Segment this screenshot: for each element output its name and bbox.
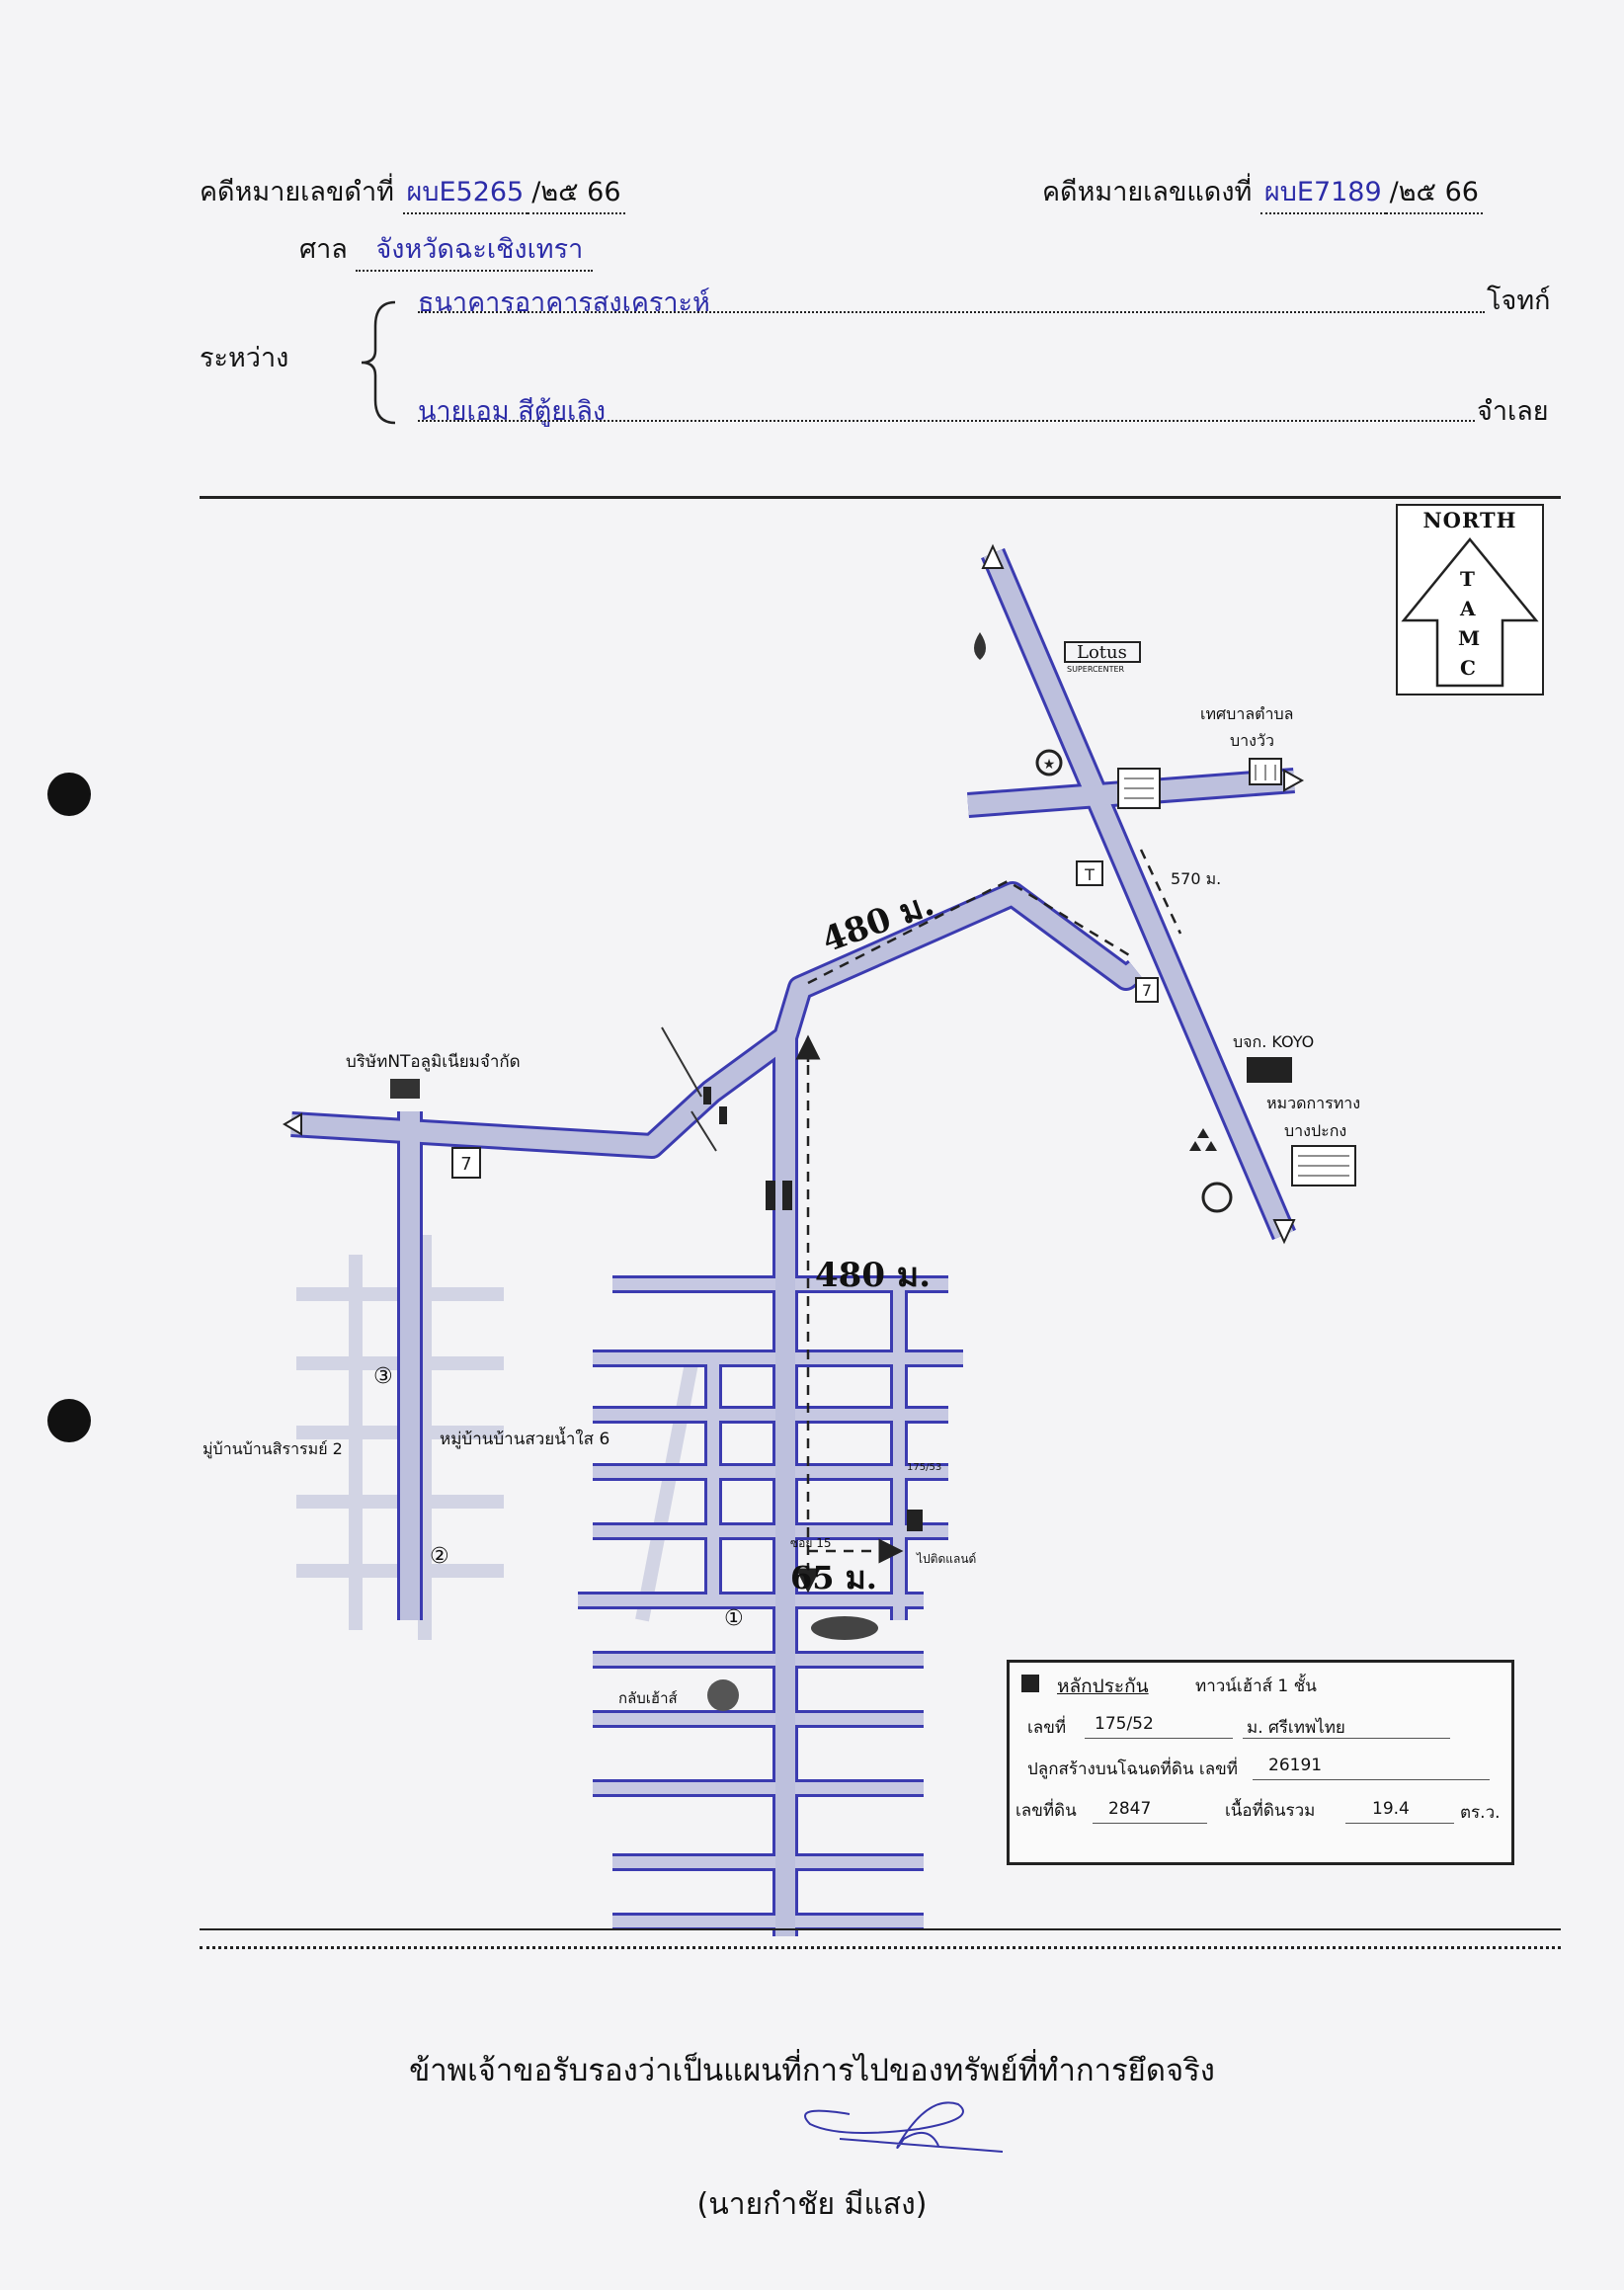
mitsubishi-icon (1189, 1128, 1217, 1151)
svg-text:★: ★ (1043, 757, 1056, 773)
black-case-no: ผบE5265 (402, 170, 528, 214)
aluminium-company-icon (390, 1079, 420, 1099)
municipal-building-icon (1249, 758, 1282, 785)
highway-dept-label: หมวดการทาง (1266, 1094, 1360, 1112)
svg-text:7: 7 (1142, 981, 1152, 1000)
lotus-store-icon (1064, 641, 1141, 663)
factory-icon (1247, 1057, 1292, 1083)
north-arrow: NORTH T A M C (1396, 504, 1544, 695)
map-bottom-line (200, 1928, 1561, 1930)
star-icon: ★ (1035, 749, 1063, 777)
soi-label: ซอย 15 (790, 1536, 831, 1550)
north-title: NORTH (1422, 508, 1517, 532)
collateral-area-value: 19.4 (1372, 1799, 1410, 1819)
court-name: จังหวัดฉะเชิงเทรา (356, 227, 594, 272)
landmarks: ★ T 7 7 (390, 632, 1356, 1711)
distance-label-2: 480 ม. (815, 1256, 931, 1295)
collateral-title: หลักประกัน (1057, 1676, 1149, 1697)
seven-eleven-icon-2: 7 (451, 1147, 481, 1179)
clubhouse-icon (707, 1679, 739, 1711)
collateral-house-icon (907, 1510, 923, 1531)
collateral-area-underline (1345, 1823, 1454, 1824)
certification-text: ข้าพเจ้าขอรับรองว่าเป็นแผนที่การไปของทรั… (409, 2053, 1215, 2088)
between-label: ระหว่าง (200, 343, 289, 373)
red-case-number: คดีหมายเลขแดงที่ ผบE7189/๒๕ 66 (1042, 170, 1483, 214)
defendant-dotline (418, 420, 1475, 422)
red-case-label: คดีหมายเลขแดงที่ (1042, 177, 1253, 207)
brace (361, 300, 396, 425)
court: ศาล จังหวัดฉะเชิงเทรา (299, 227, 594, 272)
black-case-number: คดีหมายเลขดำที่ ผบE5265/๒๕ 66 (200, 170, 625, 214)
punch-hole-top (47, 773, 91, 816)
plaintiff-role: โจทก์ (1487, 286, 1551, 316)
north-letter-c: C (1460, 656, 1476, 680)
village-grid (578, 1047, 963, 1936)
village-siriram-label: มู่บ้านบ้านสิรารมย์ 2 (203, 1439, 343, 1459)
svg-text:T: T (1084, 865, 1095, 884)
collateral-deed-value: 26191 (1268, 1756, 1323, 1775)
marker-1: ① (724, 1606, 744, 1631)
lotus-label: Lotus (1077, 642, 1127, 663)
north-letter-a: A (1460, 597, 1476, 620)
lotus-sub-label: SUPERCENTER (1067, 665, 1125, 674)
route-arrowheads (795, 1034, 904, 1594)
company-label: บริษัทNTอลูมิเนียมจำกัด (346, 1052, 521, 1072)
koyo-label: บจก. KOYO (1233, 1032, 1314, 1051)
municipality-label-2: บางวัว (1230, 731, 1274, 750)
collateral-land-no-value: 2847 (1108, 1799, 1152, 1819)
clubhouse-label: กลับเฮ้าส์ (618, 1689, 678, 1707)
collateral-no-label: เลขที่ (1027, 1718, 1067, 1738)
north-arrow-icon (1401, 537, 1539, 688)
collateral-box: หลักประกัน ทาวน์เฮ้าส์ 1 ชั้น เลขที่ 175… (1007, 1660, 1514, 1865)
north-letter-m: M (1458, 626, 1481, 650)
highway-dept-label-2: บางปะกง (1284, 1121, 1346, 1140)
black-case-year: /๒๕ 66 (528, 170, 625, 214)
collateral-area-label: เนื้อที่ดินรวม (1225, 1801, 1316, 1821)
collateral-no-value: 175/52 (1095, 1714, 1154, 1734)
hospital-building-icon (1117, 768, 1161, 809)
header-divider (200, 496, 1561, 499)
marker-3: ③ (373, 1364, 393, 1389)
school-sign-icon: T (1076, 860, 1103, 886)
village-suan-label: หมู่บ้านบ้านสวยน้ำใส 6 (440, 1427, 609, 1449)
red-case-no: ผบE7189 (1259, 170, 1386, 214)
pond-icon (811, 1616, 878, 1640)
bridge-icon-2 (766, 1181, 792, 1210)
municipality-label: เทศบาลตำบล (1200, 704, 1293, 723)
collateral-deed-underline (1253, 1779, 1490, 1780)
collateral-type: ทาวน์เฮ้าส์ 1 ชั้น (1195, 1677, 1317, 1696)
collateral-village-underline (1243, 1738, 1450, 1739)
punch-hole-bottom (47, 1399, 91, 1442)
red-case-year: /๒๕ 66 (1385, 170, 1483, 214)
collateral-village-label: ม. ศรีเทพไทย (1247, 1718, 1345, 1738)
gas-station-icon (974, 632, 986, 660)
plaintiff-dotline (418, 311, 1485, 313)
black-case-label: คดีหมายเลขดำที่ (200, 177, 394, 207)
distance-label-3: 65 ม. (790, 1559, 877, 1596)
marker-2: ② (430, 1544, 449, 1569)
bridge-icon (661, 1026, 727, 1152)
road-end-arrows (283, 543, 1305, 1245)
collateral-land-no-label: เลขที่ดิน (1015, 1801, 1077, 1821)
seven-eleven-icon: 7 (1135, 977, 1159, 1003)
defendant-role: จำเลย (1477, 396, 1549, 427)
north-letter-t: T (1460, 567, 1475, 591)
collateral-no-underline (1085, 1738, 1233, 1739)
court-label: ศาล (299, 234, 348, 265)
map-bottom-dotline (200, 1946, 1561, 1949)
highway-office-icon (1291, 1145, 1356, 1186)
collateral-land-no-underline (1093, 1823, 1207, 1824)
collateral-marker-icon (1021, 1675, 1039, 1692)
distance-label-4: 570 ม. (1171, 869, 1221, 888)
collateral-deed-label: ปลูกสร้างบนโฉนดที่ดิน เลขที่ (1027, 1759, 1238, 1779)
svg-text:7: 7 (460, 1154, 471, 1175)
signer-name: (นายกำชัย มีแสง) (696, 2187, 928, 2222)
house-number-small: 175/53 (907, 1462, 941, 1473)
house-number-small-2: ไปติดแลนด์ (916, 1552, 976, 1566)
signature (804, 2101, 1004, 2153)
route-dashed (806, 849, 1182, 1571)
collateral-area-unit: ตร.ว. (1460, 1803, 1501, 1823)
toyota-icon (1201, 1182, 1233, 1213)
